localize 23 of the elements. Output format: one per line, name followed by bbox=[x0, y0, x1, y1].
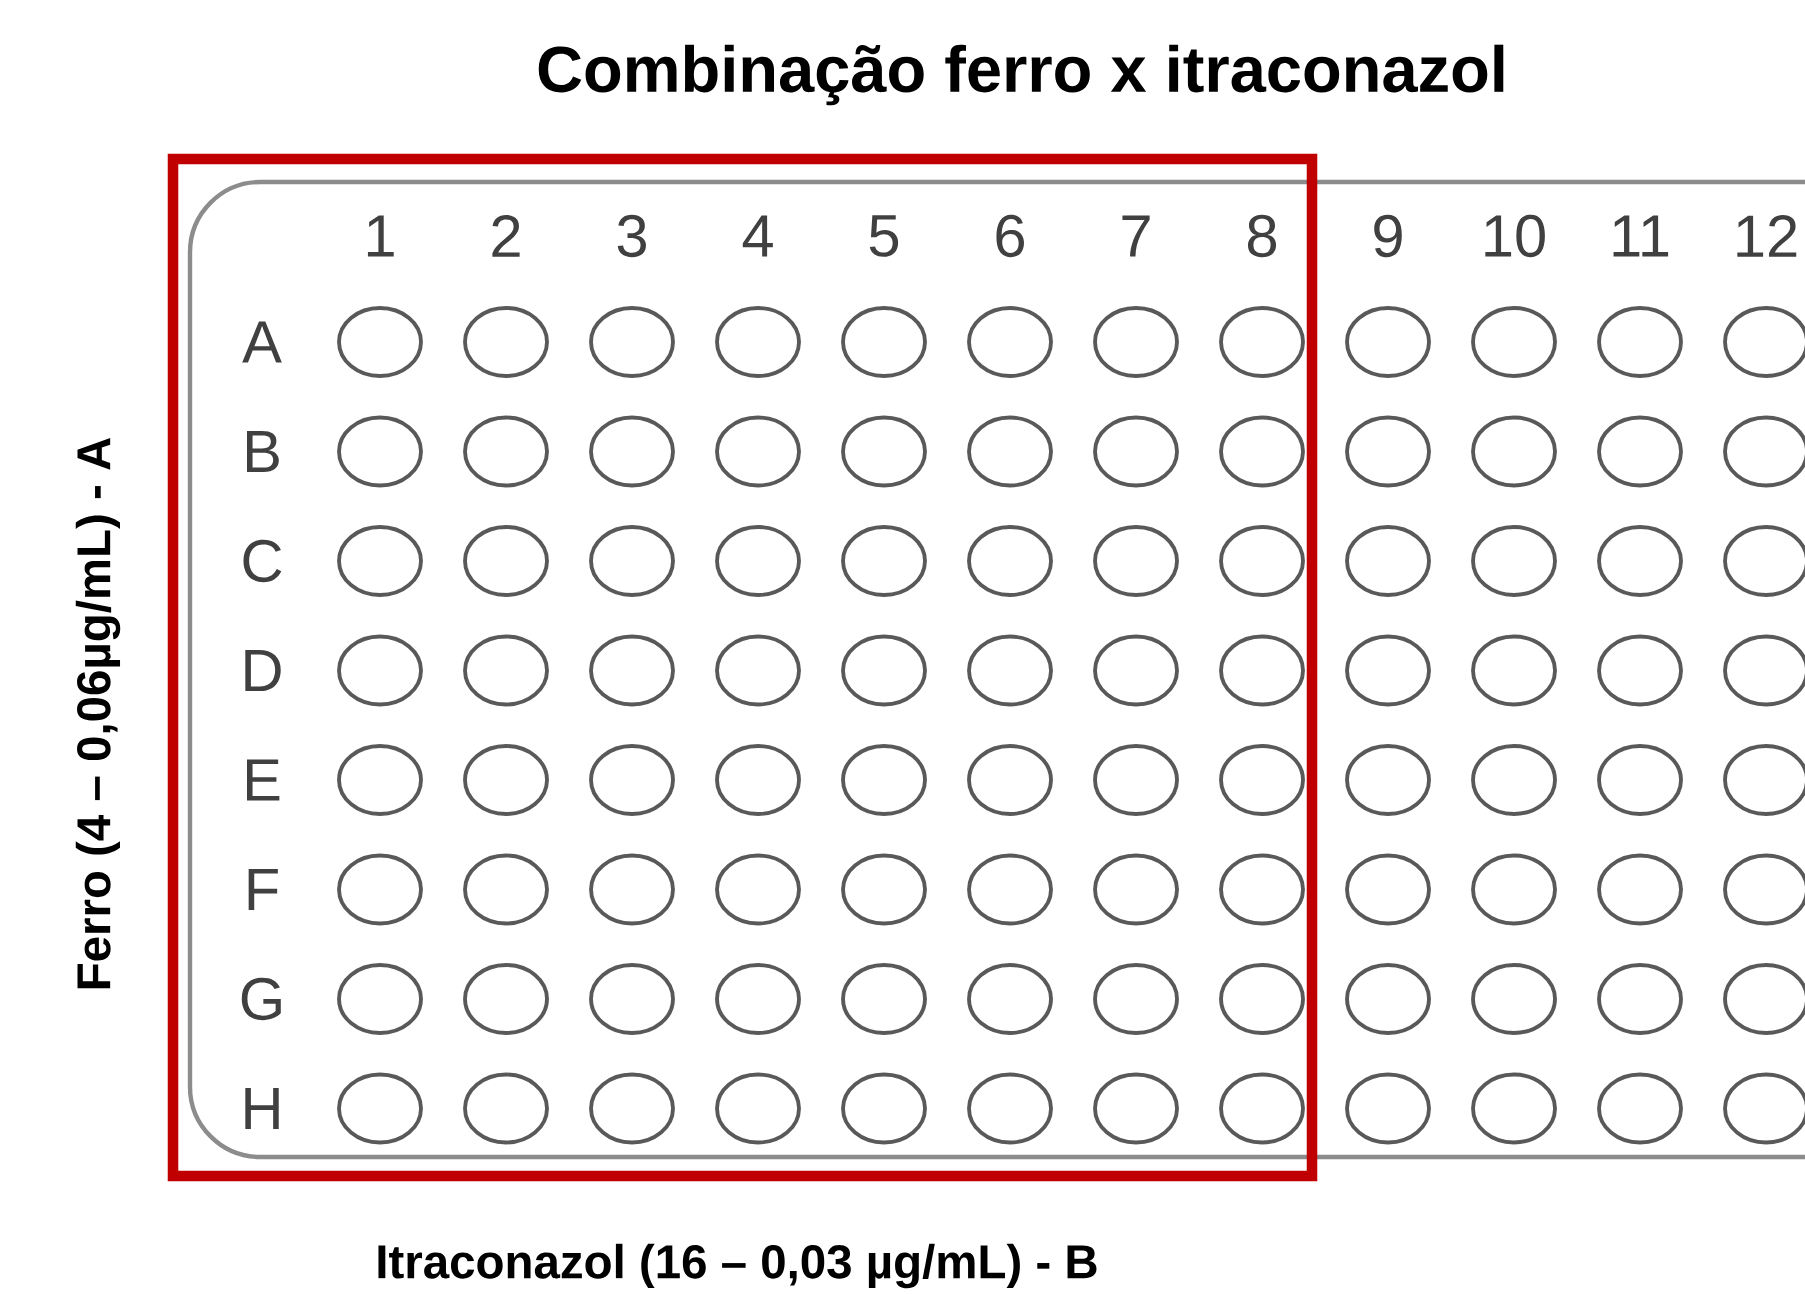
column-number: 12 bbox=[1737, 215, 1797, 257]
row-letter: A bbox=[242, 321, 282, 363]
axis-label: Ferro (4 – 0,06µg/mL) - A bbox=[75, 437, 121, 989]
row-letter: E bbox=[247, 759, 280, 801]
column-number: 7 bbox=[1122, 215, 1150, 257]
column-number: 3 bbox=[617, 214, 646, 258]
column-number: 9 bbox=[1374, 214, 1402, 258]
column-number: 4 bbox=[742, 215, 773, 257]
column-number: 11 bbox=[1613, 215, 1669, 257]
column-number: 1 bbox=[367, 215, 394, 257]
title: Combinação ferro x itraconazol bbox=[538, 44, 1504, 106]
row-letter: C bbox=[243, 539, 282, 583]
row-letter: G bbox=[241, 977, 281, 1021]
column-number: 8 bbox=[1248, 214, 1277, 258]
row-letter: B bbox=[247, 430, 279, 473]
row-letter: F bbox=[248, 868, 278, 911]
column-number: 6 bbox=[996, 214, 1024, 258]
column-number: 2 bbox=[492, 215, 520, 257]
column-number: 5 bbox=[869, 215, 899, 257]
row-letter: D bbox=[245, 649, 281, 692]
axis-label: Itraconazol (16 – 0,03 µg/mL) - B bbox=[378, 1243, 1097, 1289]
column-number: 10 bbox=[1485, 214, 1545, 258]
row-letter: H bbox=[245, 1087, 279, 1130]
